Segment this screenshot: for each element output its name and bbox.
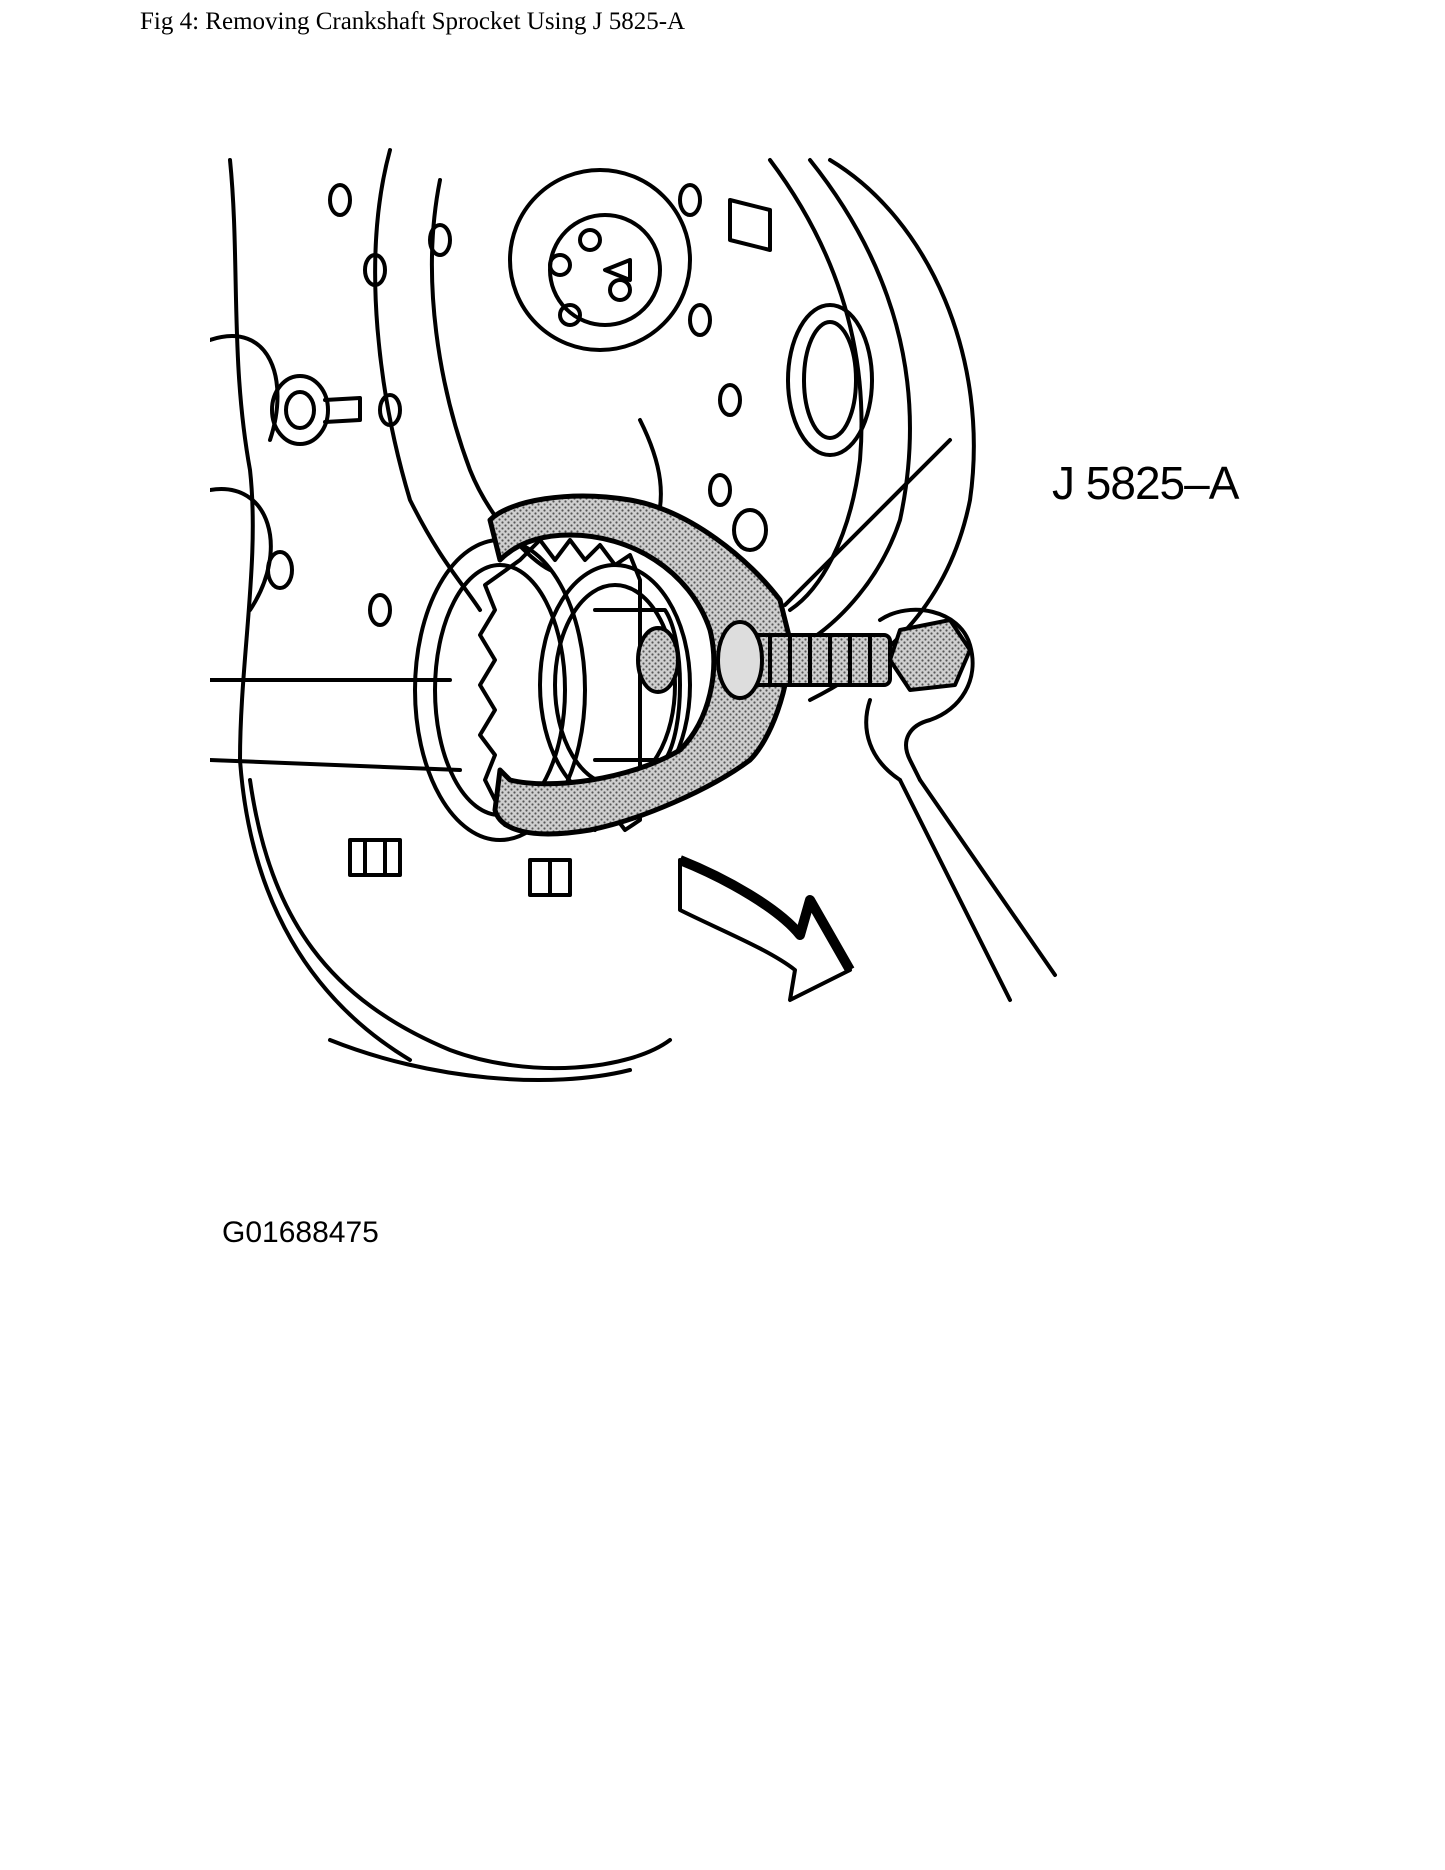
tool-callout-label: J 5825–A xyxy=(1052,457,1239,509)
engine-block-outline xyxy=(228,158,412,1062)
leader-line xyxy=(783,438,952,607)
lower-curve xyxy=(328,1038,632,1082)
line-drawing xyxy=(210,148,1057,1082)
left-boss xyxy=(270,374,330,446)
engine-front-illustration xyxy=(210,140,1270,1200)
lower-casting xyxy=(248,778,672,1071)
timing-cover-edge xyxy=(373,148,482,612)
wrench-head xyxy=(878,607,975,782)
puller-plate xyxy=(487,493,793,837)
wrench-nut xyxy=(888,618,972,692)
figure-caption: Fig 4: Removing Crankshaft Sprocket Usin… xyxy=(140,8,686,35)
right-seal-outer xyxy=(786,303,874,457)
figure-code: G01688475 xyxy=(222,1216,379,1249)
wrench-handle xyxy=(898,778,1057,1002)
water-pump-center xyxy=(548,253,572,277)
block-left-edge xyxy=(210,678,462,772)
lower-bolt-left xyxy=(348,838,402,877)
right-seal-inner xyxy=(802,320,858,440)
water-pump-outer xyxy=(508,168,692,352)
left-lobe xyxy=(210,334,280,612)
crankshaft-nose xyxy=(593,608,682,762)
cover-far-right xyxy=(808,158,912,642)
lower-bolt-right xyxy=(528,858,572,897)
